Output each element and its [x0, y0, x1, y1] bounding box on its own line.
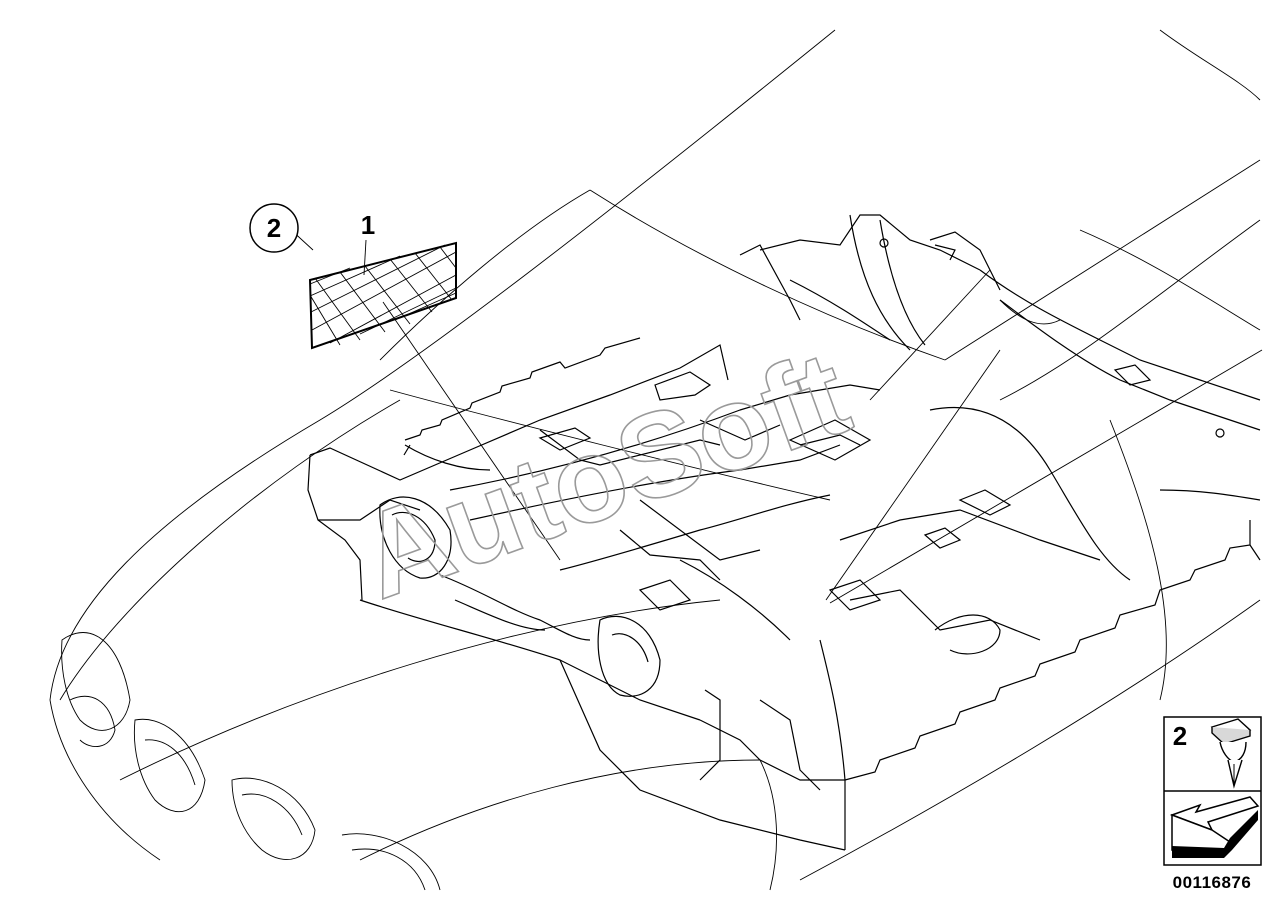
direction-arrow-icon [1169, 796, 1260, 858]
callout-2: 2 [249, 203, 299, 253]
legend-box: 2 [1163, 716, 1262, 866]
callout-leaders [288, 227, 1263, 604]
diagram-code: 00116876 [1173, 873, 1252, 892]
callout-1-label: 1 [361, 210, 375, 240]
sound-insulation-mesh [308, 241, 457, 350]
front-grille [49, 632, 441, 891]
legend-clip-label: 2 [1173, 721, 1187, 751]
watermark-text: AutoSoft [343, 325, 865, 624]
floor-carpet-assembly [307, 214, 1261, 851]
callout-2-label: 2 [267, 213, 281, 243]
push-clip-icon [1210, 718, 1252, 789]
car-body-outline [49, 29, 1261, 891]
